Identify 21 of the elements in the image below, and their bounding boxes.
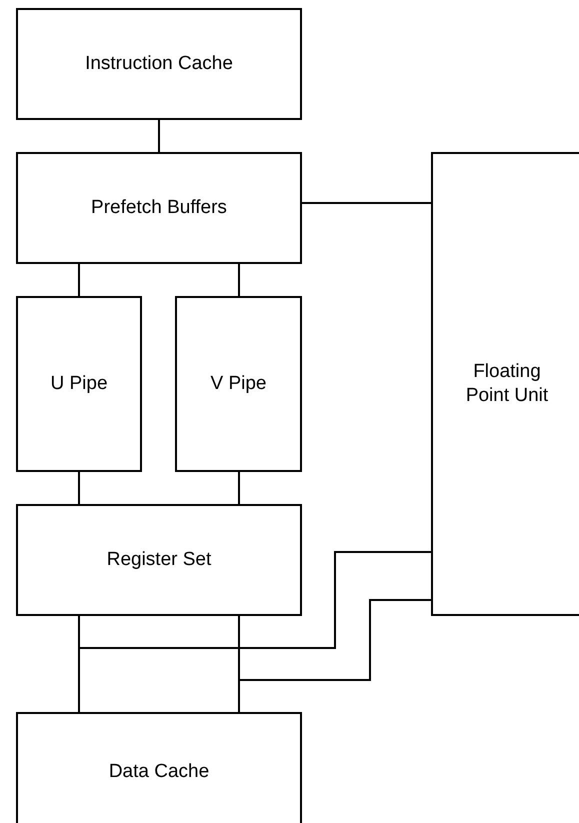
- connector-line: [238, 264, 240, 296]
- connector-line: [302, 202, 431, 204]
- block-box: [431, 152, 579, 616]
- connector-line: [158, 120, 160, 152]
- block-box: [16, 296, 142, 472]
- block-label: Instruction Cache: [85, 52, 233, 76]
- block-label: Data Cache: [108, 760, 210, 784]
- block-box: [16, 712, 302, 823]
- block-label: Prefetch Buffers: [91, 196, 227, 220]
- block-box: [175, 296, 302, 472]
- block-label: Register Set: [106, 548, 212, 572]
- connector-line: [238, 599, 431, 712]
- connector-line: [78, 472, 80, 504]
- block-box: [16, 152, 302, 264]
- block-box: [16, 504, 302, 616]
- block-label: Floating Point Unit: [464, 360, 550, 408]
- block-box: [16, 8, 302, 120]
- block-label: U Pipe: [50, 372, 108, 396]
- connector-line: [78, 264, 80, 296]
- connector-line: [238, 472, 240, 504]
- block-label: V Pipe: [210, 372, 266, 396]
